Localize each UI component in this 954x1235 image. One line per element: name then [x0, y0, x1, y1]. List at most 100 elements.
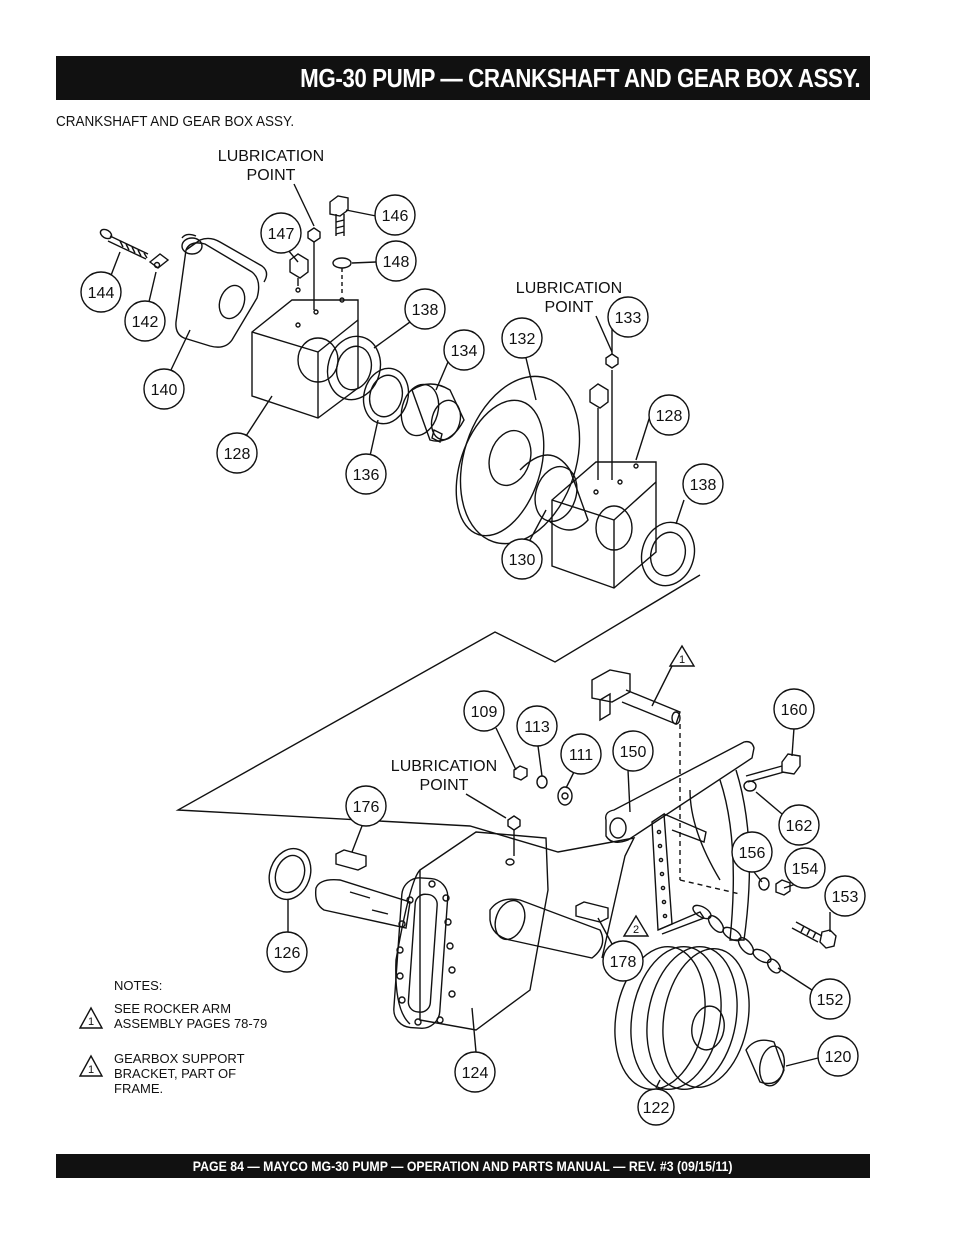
- note-2-marker: [78, 1054, 104, 1077]
- note-2-line-1: GEARBOX SUPPORT: [114, 1051, 245, 1066]
- washer-156-shape: [758, 877, 770, 891]
- assembly-connector-line: [175, 574, 701, 959]
- svg-text:162: 162: [786, 818, 813, 835]
- svg-text:122: 122: [643, 1100, 670, 1117]
- svg-text:140: 140: [151, 382, 178, 399]
- callout-154: 154: [783, 847, 826, 889]
- callout-113: 113: [516, 705, 558, 777]
- callout-122: 122: [637, 1079, 675, 1126]
- svg-text:1: 1: [679, 654, 685, 666]
- svg-text:1: 1: [88, 1064, 94, 1076]
- svg-text:133: 133: [615, 310, 642, 327]
- grease-fitting-gearbox-shape: [507, 815, 521, 856]
- page-footer-text: PAGE 84 — MAYCO MG-30 PUMP — OPERATION A…: [193, 1158, 733, 1174]
- callout-178: 178: [597, 917, 644, 982]
- svg-text:2: 2: [633, 924, 639, 936]
- svg-text:147: 147: [268, 226, 295, 243]
- callout-132: 132: [501, 317, 543, 401]
- svg-text:130: 130: [509, 552, 536, 569]
- note-2-line-3: FRAME.: [114, 1081, 163, 1096]
- page-title: MG-30 PUMP — CRANKSHAFT AND GEAR BOX ASS…: [299, 62, 860, 93]
- page-title-bar: MG-30 PUMP — CRANKSHAFT AND GEAR BOX ASS…: [56, 56, 870, 100]
- bearing-138-left-shape: [326, 335, 382, 401]
- bracket-140-shape: [175, 233, 268, 348]
- lubrication-label-3a: LUBRICATION: [391, 758, 497, 775]
- callout-138-left: 138: [373, 288, 446, 349]
- callout-126: 126: [266, 900, 308, 973]
- callout-124: 124: [454, 1007, 496, 1093]
- seal-126-shape: [268, 847, 312, 901]
- bearing-block-128-right-shape: [551, 461, 657, 589]
- key-176-shape: [335, 849, 367, 871]
- washer-113-shape: [536, 775, 548, 789]
- lubrication-label-2b: POINT: [545, 299, 594, 316]
- callout-148: 148: [351, 240, 417, 282]
- callout-153: 153: [824, 875, 866, 932]
- callout-109: 109: [463, 690, 517, 771]
- gearbox-124-shape: [314, 831, 604, 1031]
- grease-fitting-133-shape: [589, 353, 619, 480]
- callout-128-right: 128: [635, 394, 690, 461]
- svg-text:144: 144: [88, 285, 115, 302]
- callout-133: 133: [607, 296, 649, 354]
- rocker-arm-150-shape: [604, 740, 755, 941]
- callout-176: 176: [345, 785, 387, 853]
- svg-text:142: 142: [132, 314, 159, 331]
- svg-text:1: 1: [88, 1016, 94, 1028]
- callout-134: 134: [435, 329, 485, 391]
- pulley-122-shape: [614, 945, 750, 1091]
- svg-text:148: 148: [383, 254, 410, 271]
- svg-text:126: 126: [274, 945, 301, 962]
- page-footer-bar: PAGE 84 — MAYCO MG-30 PUMP — OPERATION A…: [56, 1154, 870, 1178]
- nut-109-shape: [513, 765, 528, 781]
- svg-text:156: 156: [739, 845, 766, 862]
- nut-154-shape: [775, 879, 791, 896]
- callout-156: 156: [731, 831, 773, 883]
- collar-134-shape: [400, 383, 465, 444]
- washer-162-shape: [743, 780, 757, 792]
- washer-111-shape: [557, 786, 573, 806]
- flag-1-marker: [668, 644, 696, 667]
- callouts: 144 142 140 128 147 146 148 138 134 136 …: [80, 194, 866, 1126]
- svg-text:176: 176: [353, 799, 380, 816]
- callout-162: 162: [755, 791, 820, 846]
- svg-text:138: 138: [690, 477, 717, 494]
- svg-text:146: 146: [382, 208, 409, 225]
- bolt-160-shape: [745, 753, 801, 783]
- callout-140: 140: [143, 329, 191, 410]
- callout-120: 120: [785, 1035, 859, 1077]
- svg-text:120: 120: [825, 1049, 852, 1066]
- note-2-line-2: BRACKET, PART OF: [114, 1066, 236, 1081]
- lubrication-label-1b: POINT: [247, 167, 296, 184]
- callout-128-left: 128: [216, 395, 273, 474]
- lubrication-label-3b: POINT: [420, 777, 469, 794]
- chain-152-shape: [692, 904, 782, 974]
- svg-text:134: 134: [451, 343, 478, 360]
- grease-fitting-147-shape: [289, 227, 321, 310]
- callout-144: 144: [80, 251, 122, 313]
- svg-text:124: 124: [462, 1065, 489, 1082]
- bolt-144-shape: [99, 228, 149, 260]
- callout-146: 146: [345, 194, 416, 236]
- note-1-line-2: ASSEMBLY PAGES 78-79: [114, 1016, 267, 1031]
- svg-text:113: 113: [524, 719, 550, 736]
- svg-text:128: 128: [224, 446, 251, 463]
- callout-138-right: 138: [675, 463, 724, 525]
- note-1-line-1: SEE ROCKER ARM: [114, 1001, 231, 1016]
- svg-text:154: 154: [792, 861, 819, 878]
- svg-text:128: 128: [656, 408, 683, 425]
- flag-2-marker: [622, 914, 650, 937]
- callout-150: 150: [612, 730, 654, 813]
- callout-147: 147: [260, 212, 302, 263]
- svg-text:136: 136: [353, 467, 380, 484]
- washer-148-shape: [332, 257, 352, 269]
- callout-160: 160: [773, 688, 815, 757]
- lubrication-label-2a: LUBRICATION: [516, 280, 622, 297]
- notes-heading: NOTES:: [114, 978, 162, 993]
- seal-136-shape: [362, 367, 410, 425]
- bushing-120-shape: [745, 1039, 786, 1087]
- svg-text:160: 160: [781, 702, 808, 719]
- svg-text:178: 178: [610, 954, 637, 971]
- callout-136: 136: [345, 419, 387, 495]
- key-178-shape: [575, 901, 609, 923]
